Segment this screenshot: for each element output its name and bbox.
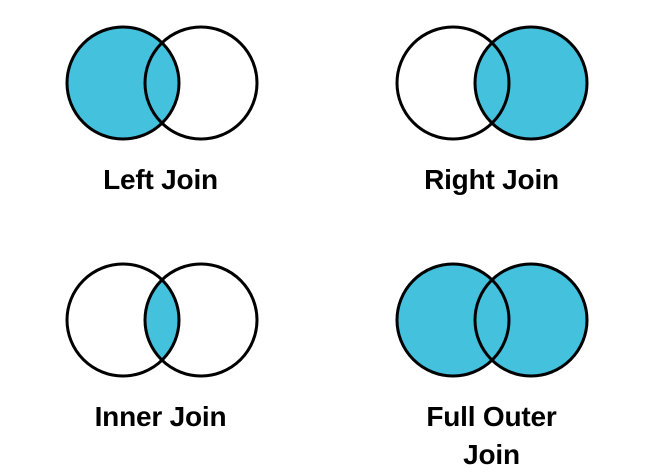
right-circle-outline [143, 25, 258, 141]
join-label-full-outer-join: Full Outer Join [426, 401, 557, 470]
diagram-cell-right-join: Right Join [327, 0, 654, 237]
left-circle-outline [65, 262, 180, 378]
right-circle-outline [473, 262, 588, 378]
left-circle-outline [395, 25, 510, 141]
join-label-inner-join: Inner Join [94, 401, 227, 432]
right-circle-outline [143, 262, 258, 378]
join-label-right-join: Right Join [424, 164, 559, 195]
venn-full-outer-join [387, 250, 597, 390]
venn-svg-full-outer-join [395, 262, 588, 378]
diagram-cell-full-outer-join: Full Outer Join [327, 237, 654, 474]
left-circle-outline [65, 25, 180, 141]
venn-right-join [387, 13, 597, 153]
join-label-left-join: Left Join [103, 164, 218, 195]
venn-left-join [57, 13, 267, 153]
venn-svg-left-join [65, 25, 258, 141]
venn-inner-join [57, 250, 267, 390]
diagram-cell-left-join: Left Join [0, 0, 327, 237]
venn-svg-inner-join [65, 262, 258, 378]
left-circle-outline [395, 262, 510, 378]
venn-svg-right-join [395, 25, 588, 141]
right-circle-outline [473, 25, 588, 141]
diagram-cell-inner-join: Inner Join [0, 237, 327, 474]
